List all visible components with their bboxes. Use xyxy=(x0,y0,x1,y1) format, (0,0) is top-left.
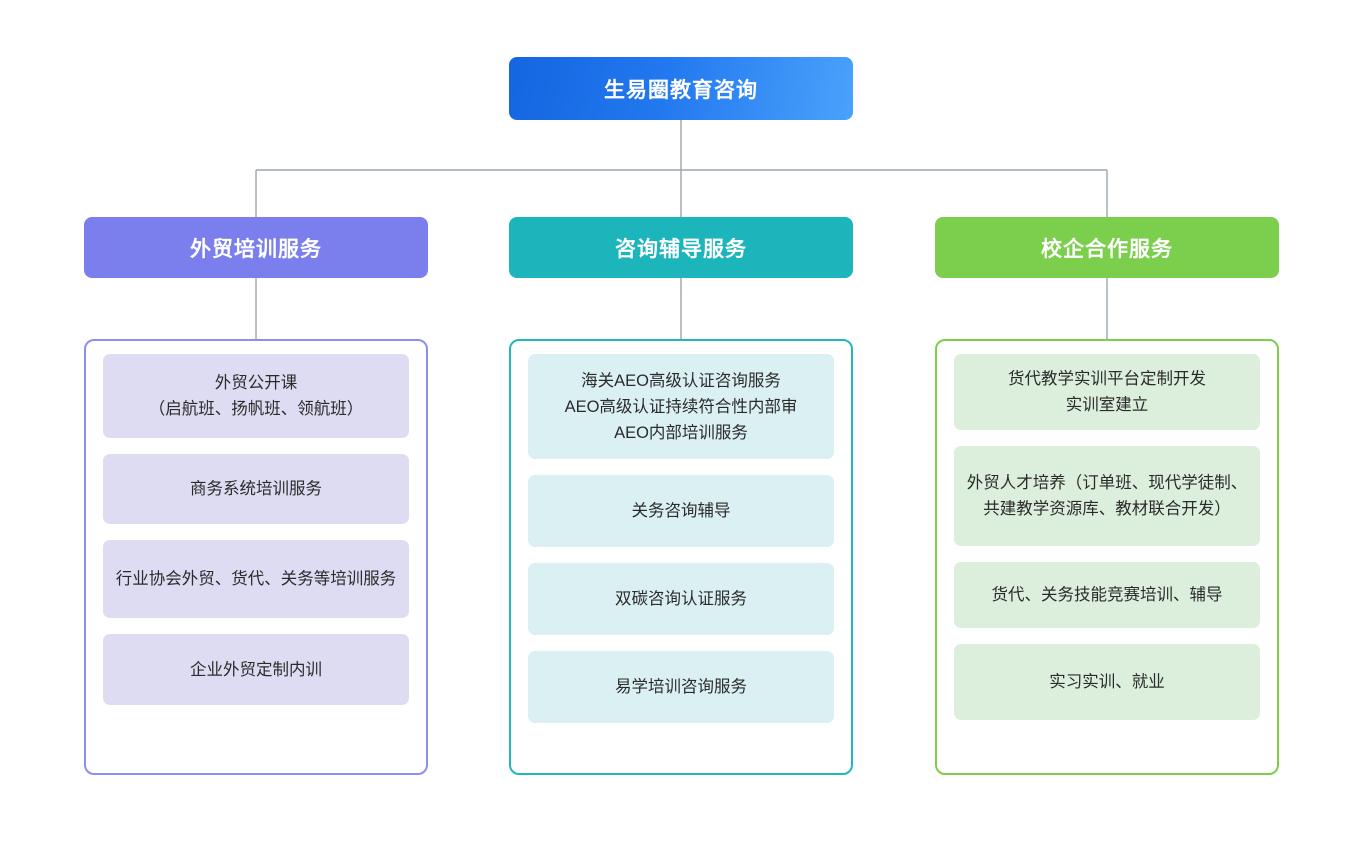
leaf-node[interactable]: 行业协会外贸、货代、关务等培训服务 xyxy=(103,540,409,618)
branch-header-foreign-trade-training[interactable]: 外贸培训服务 xyxy=(84,217,428,278)
branch-header-label: 校企合作服务 xyxy=(1041,237,1173,261)
root-node-label: 生易圈教育咨询 xyxy=(604,78,758,102)
leaf-node[interactable]: 货代、关务技能竞赛培训、辅导 xyxy=(954,562,1260,628)
branch-header-label: 外贸培训服务 xyxy=(190,237,322,261)
branch-header-school-enterprise-cooperation[interactable]: 校企合作服务 xyxy=(935,217,1279,278)
leaf-node[interactable]: 企业外贸定制内训 xyxy=(103,634,409,705)
leaf-node[interactable]: 商务系统培训服务 xyxy=(103,454,409,524)
leaf-node[interactable]: 双碳咨询认证服务 xyxy=(528,563,834,635)
branch-body-consulting-tutoring: 海关AEO高级认证咨询服务 AEO高级认证持续符合性内部审 AEO内部培训服务 … xyxy=(509,339,853,775)
leaf-node[interactable]: 外贸公开课 （启航班、扬帆班、领航班） xyxy=(103,354,409,438)
branch-body-school-enterprise-cooperation: 货代教学实训平台定制开发 实训室建立 外贸人才培养（订单班、现代学徒制、共建教学… xyxy=(935,339,1279,775)
leaf-node[interactable]: 货代教学实训平台定制开发 实训室建立 xyxy=(954,354,1260,430)
root-node[interactable]: 生易圈教育咨询 xyxy=(509,57,853,120)
branch-header-label: 咨询辅导服务 xyxy=(615,237,747,261)
leaf-node[interactable]: 关务咨询辅导 xyxy=(528,475,834,547)
leaf-node[interactable]: 海关AEO高级认证咨询服务 AEO高级认证持续符合性内部审 AEO内部培训服务 xyxy=(528,354,834,459)
branch-header-consulting-tutoring[interactable]: 咨询辅导服务 xyxy=(509,217,853,278)
leaf-node[interactable]: 实习实训、就业 xyxy=(954,644,1260,720)
branch-body-foreign-trade-training: 外贸公开课 （启航班、扬帆班、领航班） 商务系统培训服务 行业协会外贸、货代、关… xyxy=(84,339,428,775)
leaf-node[interactable]: 外贸人才培养（订单班、现代学徒制、共建教学资源库、教材联合开发） xyxy=(954,446,1260,546)
leaf-node[interactable]: 易学培训咨询服务 xyxy=(528,651,834,723)
